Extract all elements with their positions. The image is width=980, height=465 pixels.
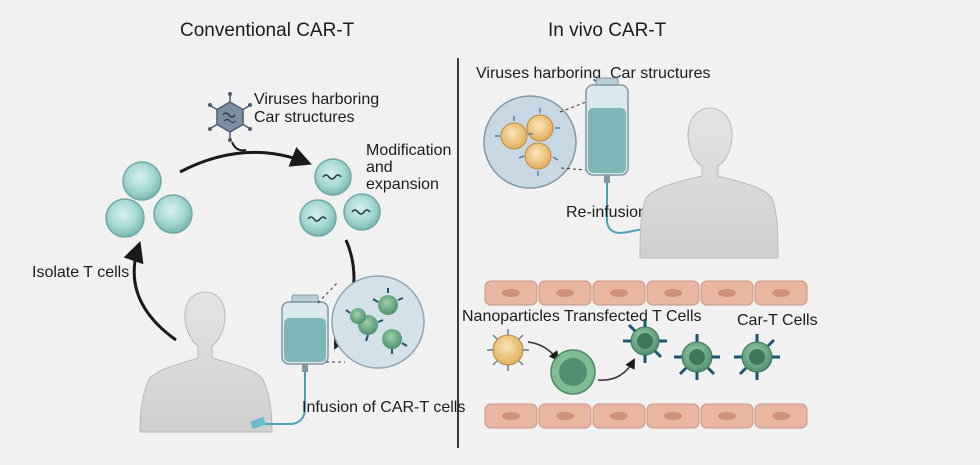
arrow-to-car-t xyxy=(597,358,636,381)
right-virus-label: Viruses harboring Car structures xyxy=(476,65,710,82)
virus-label-line1: Viruses harboring xyxy=(254,91,379,108)
modification-label-line3: expansion xyxy=(366,176,439,193)
isolated-t-cells xyxy=(105,161,193,238)
modified-t-cells xyxy=(299,158,381,237)
vessel-wall-bottom xyxy=(484,403,808,429)
patient-body-left xyxy=(139,291,273,433)
nanoparticle xyxy=(487,329,529,371)
infusion-bag-left xyxy=(250,294,329,430)
reinfusion-label: Re-infusion xyxy=(566,204,647,221)
modification-label-line1: Modification xyxy=(366,142,451,159)
virus-zoom-circle xyxy=(483,95,587,189)
left-panel-title: Conventional CAR-T xyxy=(180,20,355,41)
virus-icon xyxy=(208,92,252,142)
transfected-t-cell xyxy=(550,349,596,395)
modification-label-line2: and xyxy=(366,159,393,176)
car-t-cell-2 xyxy=(674,334,720,380)
right-panel-title: In vivo CAR-T xyxy=(548,20,667,41)
car-t-cell-3 xyxy=(734,334,780,380)
arrow-isolate xyxy=(123,241,177,342)
arrow-nanoparticle-to-cell xyxy=(527,341,560,362)
infusion-label: Infusion of CAR-T cells xyxy=(302,399,465,416)
car-t-label: Car-T Cells xyxy=(737,312,818,329)
nanoparticles-label: Nanoparticles xyxy=(462,308,560,325)
arrow-to-modification xyxy=(179,147,312,174)
arrow-virus-down xyxy=(231,141,247,152)
car-t-cell-1 xyxy=(623,319,667,363)
virus-label-line2: Car structures xyxy=(254,109,354,126)
zoom-car-t-cells-left xyxy=(317,275,425,369)
vessel-wall-top xyxy=(484,280,808,306)
transfected-label: Transfected T Cells xyxy=(564,308,702,325)
isolate-label: Isolate T cells xyxy=(32,264,129,281)
patient-body-right xyxy=(639,107,779,259)
